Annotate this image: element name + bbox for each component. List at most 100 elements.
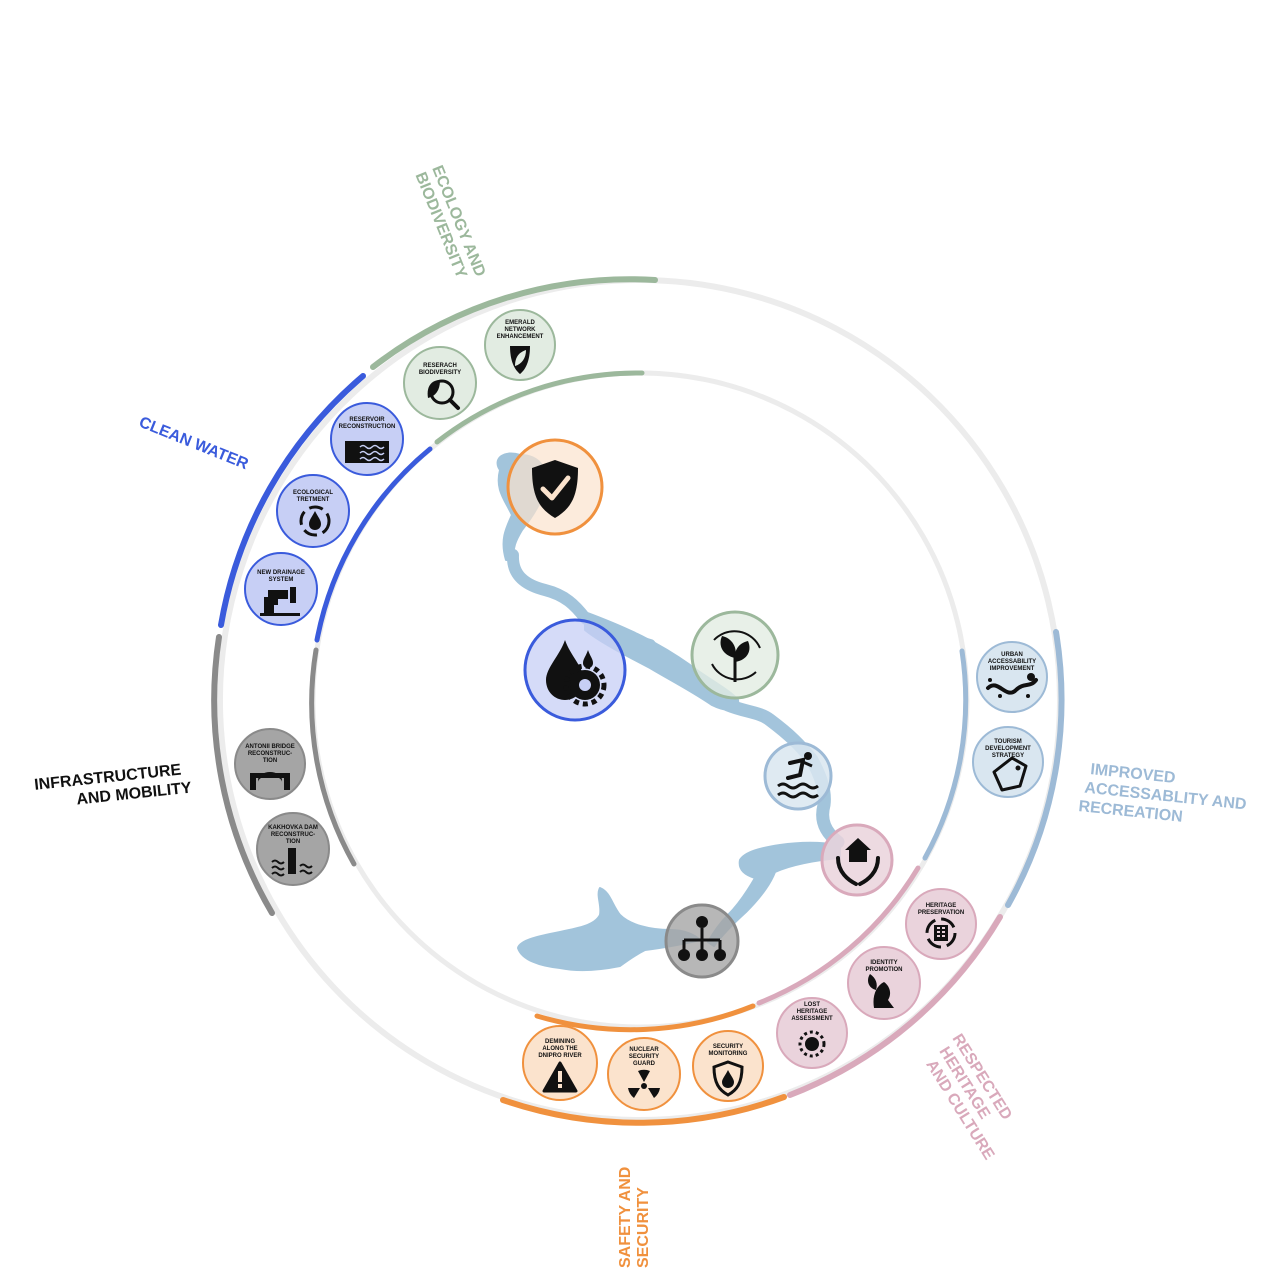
node-label: BIODIVERSITY: [419, 370, 461, 376]
node-label: HERITAGE: [797, 1009, 828, 1015]
node-label: TION: [286, 839, 300, 845]
node-label: PROMOTION: [866, 967, 903, 973]
path-icon: [986, 673, 1038, 698]
node-label: GUARD: [633, 1061, 656, 1067]
outer-ring-base: [216, 277, 1063, 1123]
node-label: RESERVOIR: [349, 417, 385, 423]
outer-arc-infra: [211, 634, 275, 916]
shield-drop-icon: [712, 1060, 744, 1097]
category-label-line: SAFETY AND: [617, 1167, 634, 1268]
category-label-line: CLEAN WATER: [137, 414, 251, 473]
category-label-water: CLEAN WATER: [137, 414, 251, 473]
ticket-icon: [992, 756, 1028, 792]
dam-waves-icon: [271, 848, 313, 877]
home-hands-icon: [836, 838, 880, 886]
node-label: MONITORING: [709, 1051, 748, 1057]
node-label: PRESERVATION: [918, 910, 964, 916]
node-label: HERITAGE: [926, 903, 957, 909]
inner-arc-access: [922, 648, 969, 861]
leaf-cycle-icon: [711, 630, 761, 682]
category-label-ecology: ECOLOGY AND BIODIVERSITY: [412, 163, 490, 290]
inner-arc-ecology: [434, 370, 645, 445]
category-label-access: IMPROVED ACCESSABLITY AND RECREATION: [1078, 760, 1254, 833]
node-label: RECONSTRUCTION: [339, 424, 396, 430]
hub-access[interactable]: [763, 741, 833, 811]
hub-infra[interactable]: [664, 903, 740, 979]
shield-check-icon: [532, 460, 578, 518]
node-label: URBAN: [1001, 652, 1023, 658]
person-leaf-icon: [868, 974, 894, 1008]
hub-ecology[interactable]: [690, 610, 780, 700]
node-label: DNIPRO RIVER: [538, 1053, 582, 1059]
node-label: SYSTEM: [269, 577, 294, 583]
node-label: RECONSTRUC-: [271, 832, 315, 838]
water-gear-icon: [546, 640, 607, 707]
swimmer-icon: [777, 752, 819, 799]
node-label: NEW DRAINAGE: [257, 570, 305, 576]
clock-assessment-icon: [798, 1030, 826, 1058]
node-label: EMERALD: [505, 320, 535, 326]
node-label: RECONSTRUC-: [248, 751, 292, 757]
node-label: STRATEGY: [992, 753, 1024, 759]
outer-arc-access: [1005, 629, 1065, 908]
hub-water[interactable]: [523, 618, 627, 722]
hub-safety[interactable]: [506, 438, 604, 536]
water-cycle-icon: [299, 505, 331, 537]
inner-ring: [309, 370, 970, 1033]
inner-arc-heritage: [756, 865, 921, 1006]
building-cycle-icon: [925, 917, 957, 949]
outer-arc-safety: [500, 1094, 787, 1126]
category-label-line: SECURITY: [635, 1187, 652, 1268]
node-label: ASSESSMENT: [791, 1016, 833, 1022]
node-label: IMPROVEMENT: [990, 666, 1035, 672]
network-icon: [678, 916, 726, 961]
bridge-icon: [250, 772, 290, 790]
node-label: ACCESSABILITY: [988, 659, 1036, 665]
inner-arc-infra: [309, 647, 357, 867]
magnifier-leaf-icon: [427, 379, 460, 410]
outer-arc-ecology: [370, 276, 658, 370]
warning-icon: [542, 1061, 578, 1093]
node-label: ANTONII BRIDGE: [245, 744, 295, 750]
node-label: ENHANCEMENT: [497, 334, 544, 340]
node-label: ECOLOGICAL: [293, 490, 333, 496]
node-label: ALONG THE: [542, 1046, 577, 1052]
node-label: NUCLEAR: [629, 1047, 659, 1053]
node-label: TION: [263, 758, 277, 764]
category-label-safety: SAFETY AND SECURITY: [617, 1162, 652, 1268]
hub-heritage[interactable]: [820, 823, 894, 897]
pipe-icon: [260, 587, 300, 616]
node-label: RESERACH: [423, 363, 457, 369]
category-label-infra: INFRASTRUCTURE AND MOBILITY: [33, 761, 192, 813]
node-label: SECURITY: [713, 1044, 743, 1050]
outer-arc-heritage: [787, 914, 1003, 1098]
node-label: SECURITY: [629, 1054, 659, 1060]
